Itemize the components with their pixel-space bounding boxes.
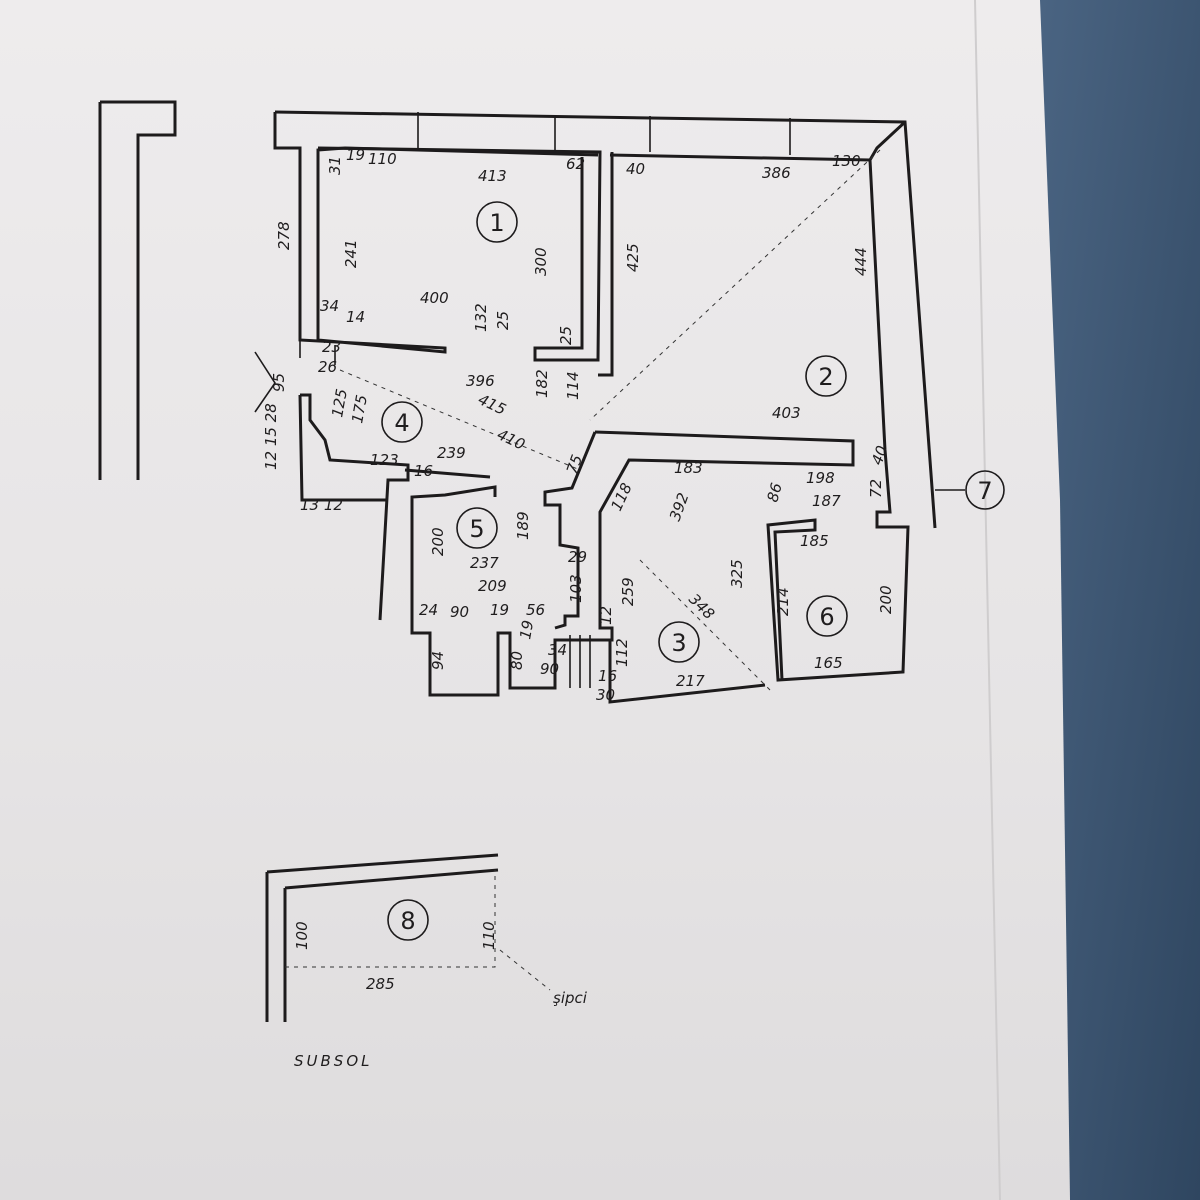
svg-text:80: 80 bbox=[508, 651, 526, 670]
svg-text:95: 95 bbox=[270, 373, 288, 392]
svg-text:26: 26 bbox=[318, 358, 337, 376]
svg-text:403: 403 bbox=[772, 404, 801, 422]
svg-text:90: 90 bbox=[450, 603, 469, 621]
svg-text:300: 300 bbox=[532, 247, 550, 276]
svg-text:200: 200 bbox=[877, 585, 895, 614]
svg-text:239: 239 bbox=[437, 444, 466, 462]
diagonal-room3 bbox=[639, 559, 771, 691]
dimensions-room6: 198 86 187 185 214 200 165 72 40 bbox=[763, 443, 895, 672]
svg-text:34: 34 bbox=[320, 297, 339, 315]
dimensions-hall: 23 26 95 396 182 114 415 410 125 175 239… bbox=[262, 338, 586, 514]
svg-text:209: 209 bbox=[478, 577, 507, 595]
basement-label: SUBSOL bbox=[294, 1052, 372, 1070]
dimensions-room1: 110 413 62 31 19 278 241 300 400 34 14 1… bbox=[275, 146, 585, 345]
svg-text:198: 198 bbox=[806, 469, 835, 487]
svg-text:125: 125 bbox=[328, 387, 351, 418]
room-3-number: 3 bbox=[671, 629, 686, 657]
svg-text:187: 187 bbox=[812, 492, 841, 510]
diagonal-hall bbox=[339, 369, 581, 471]
svg-text:200: 200 bbox=[429, 527, 447, 556]
svg-text:31: 31 bbox=[326, 156, 344, 175]
room-1-number: 1 bbox=[489, 209, 504, 237]
svg-text:183: 183 bbox=[674, 459, 703, 477]
room-8-number: 8 bbox=[400, 907, 415, 935]
svg-text:24: 24 bbox=[419, 601, 438, 619]
svg-text:16: 16 bbox=[598, 667, 617, 685]
svg-text:62: 62 bbox=[566, 155, 585, 173]
dimensions-room5: 200 189 237 209 29 103 24 90 19 56 19 94… bbox=[419, 511, 631, 704]
left-exterior-wall bbox=[98, 100, 177, 480]
svg-text:413: 413 bbox=[478, 167, 507, 185]
svg-text:90: 90 bbox=[540, 660, 559, 678]
svg-text:110: 110 bbox=[480, 921, 498, 950]
svg-text:444: 444 bbox=[852, 247, 870, 276]
svg-text:30: 30 bbox=[596, 686, 615, 704]
svg-text:94: 94 bbox=[429, 651, 447, 670]
svg-text:386: 386 bbox=[762, 164, 791, 182]
svg-text:285: 285 bbox=[366, 975, 395, 993]
svg-text:12 15 28: 12 15 28 bbox=[262, 403, 280, 470]
walls bbox=[254, 110, 937, 704]
svg-text:19: 19 bbox=[516, 619, 537, 641]
svg-text:100: 100 bbox=[293, 921, 311, 950]
room-5-number: 5 bbox=[469, 515, 484, 543]
svg-text:123: 123 bbox=[370, 451, 399, 469]
svg-text:396: 396 bbox=[466, 372, 495, 390]
svg-text:165: 165 bbox=[814, 654, 843, 672]
svg-text:425: 425 bbox=[624, 243, 642, 272]
basement-walls bbox=[265, 853, 499, 1022]
slats-annotation: şipci bbox=[553, 989, 588, 1007]
svg-text:13 12: 13 12 bbox=[300, 496, 343, 514]
svg-text:278: 278 bbox=[275, 221, 293, 250]
svg-text:259: 259 bbox=[619, 577, 637, 606]
svg-text:237: 237 bbox=[470, 554, 499, 572]
svg-text:75: 75 bbox=[563, 452, 586, 476]
svg-text:34: 34 bbox=[548, 641, 567, 659]
svg-text:25: 25 bbox=[494, 311, 512, 330]
svg-text:182: 182 bbox=[533, 369, 551, 398]
svg-text:112: 112 bbox=[613, 638, 631, 667]
svg-text:110: 110 bbox=[368, 150, 397, 168]
svg-text:400: 400 bbox=[420, 289, 449, 307]
svg-text:40: 40 bbox=[626, 160, 645, 178]
svg-text:56: 56 bbox=[526, 601, 545, 619]
basement-slats-line bbox=[285, 870, 496, 968]
svg-text:19: 19 bbox=[490, 601, 509, 619]
svg-text:175: 175 bbox=[348, 393, 371, 424]
svg-text:132: 132 bbox=[472, 303, 490, 332]
svg-text:217: 217 bbox=[676, 672, 705, 690]
svg-text:40: 40 bbox=[868, 443, 891, 467]
svg-text:72: 72 bbox=[867, 479, 885, 498]
room-2-number: 2 bbox=[818, 363, 833, 391]
svg-text:185: 185 bbox=[800, 532, 829, 550]
svg-text:214: 214 bbox=[774, 587, 792, 616]
dimensions-room2: 40 386 130 425 444 403 bbox=[624, 152, 870, 422]
svg-text:14: 14 bbox=[346, 308, 365, 326]
room-markers: 1 2 3 4 5 6 8 bbox=[381, 201, 848, 941]
svg-text:114: 114 bbox=[564, 371, 582, 400]
svg-text:325: 325 bbox=[728, 559, 746, 588]
svg-text:23: 23 bbox=[322, 338, 341, 356]
room-6-number: 6 bbox=[819, 603, 834, 631]
svg-text:86: 86 bbox=[763, 481, 785, 504]
svg-text:25: 25 bbox=[557, 326, 575, 345]
svg-text:241: 241 bbox=[342, 239, 360, 268]
room-4-number: 4 bbox=[394, 409, 409, 437]
svg-text:103: 103 bbox=[567, 574, 585, 603]
diagonal-room2 bbox=[589, 149, 881, 421]
room-7-marker bbox=[965, 470, 1005, 510]
svg-text:29: 29 bbox=[568, 548, 587, 566]
dimensions-room8: 100 110 285 bbox=[293, 921, 498, 993]
svg-text:12: 12 bbox=[597, 606, 615, 625]
room-7-number: 7 bbox=[977, 477, 992, 505]
svg-text:16: 16 bbox=[414, 462, 433, 480]
svg-text:19: 19 bbox=[346, 146, 365, 164]
svg-text:189: 189 bbox=[514, 511, 532, 540]
svg-text:130: 130 bbox=[832, 152, 861, 170]
